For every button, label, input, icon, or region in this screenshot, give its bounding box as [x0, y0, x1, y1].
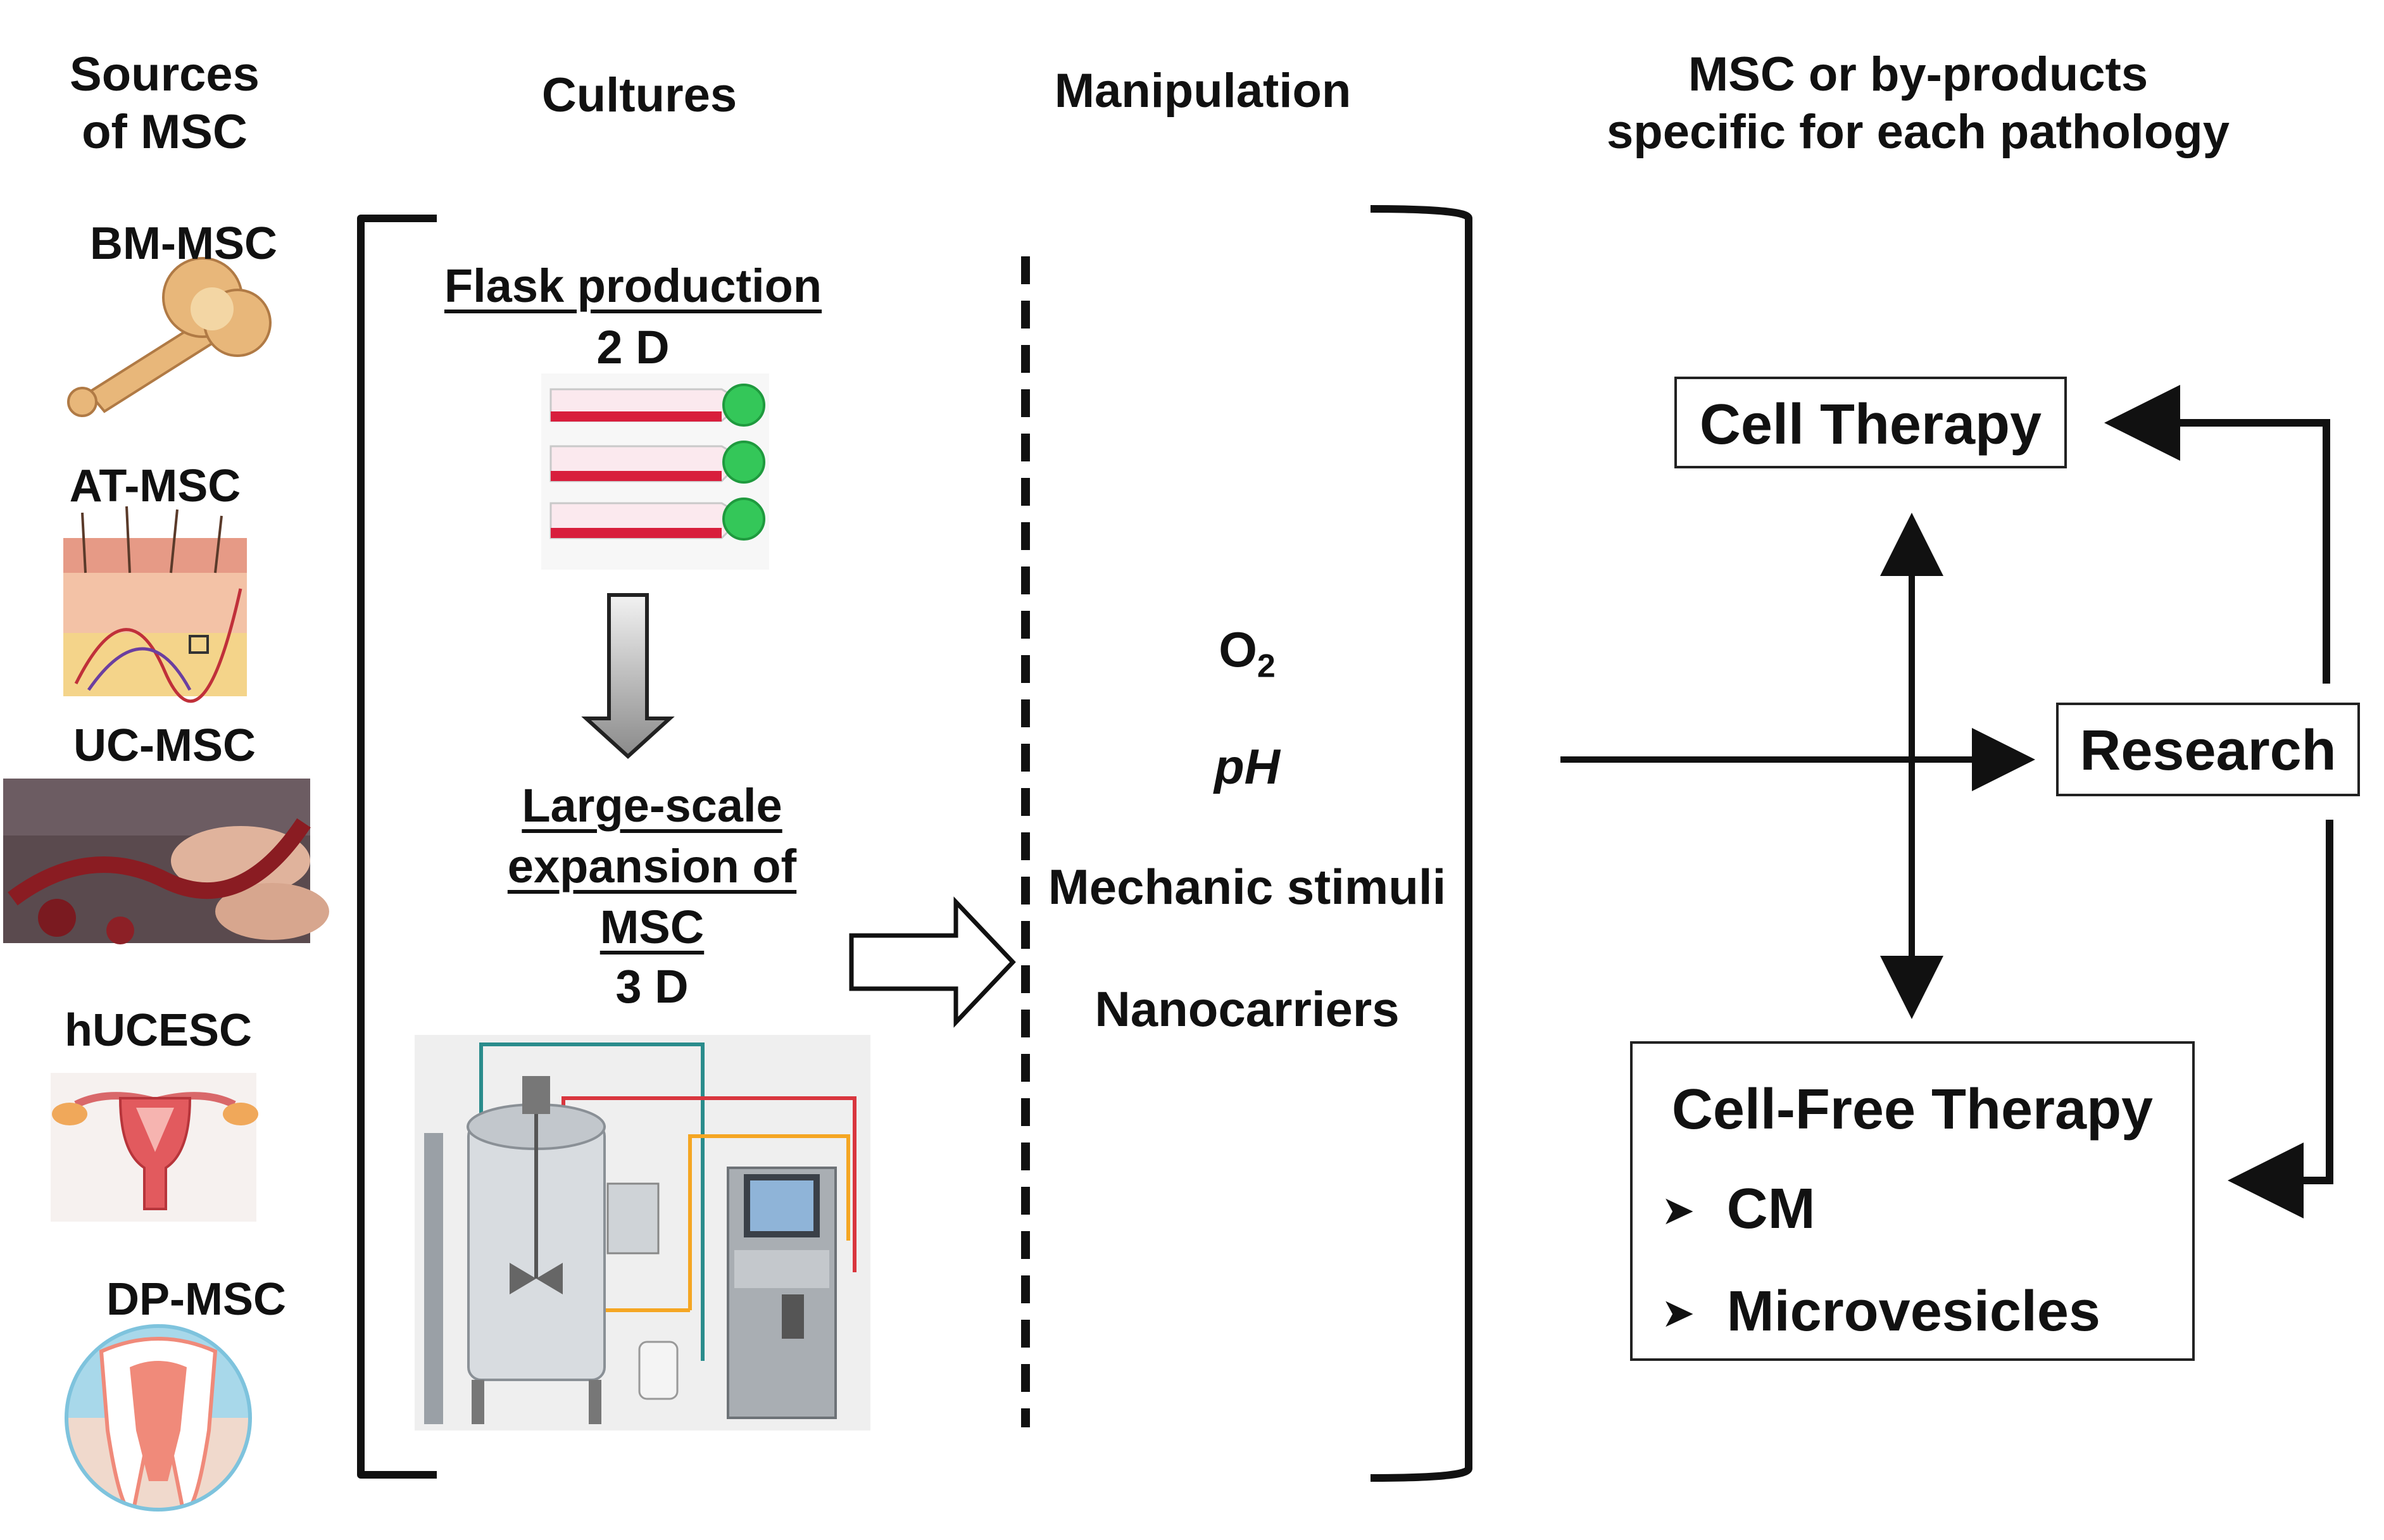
cell-therapy-label: Cell Therapy [1699, 393, 2042, 456]
header-sources: Sources of MSC [25, 46, 304, 161]
cell-free-item-cm-label: CM [1726, 1177, 1816, 1241]
left-bracket [357, 215, 437, 1479]
umbilical-cord-photo-icon [3, 779, 329, 944]
large-scale-line2: expansion of [507, 840, 797, 893]
header-sources-line2: of MSC [82, 105, 248, 160]
research-box: Research [2056, 703, 2360, 796]
adipose-tissue-illustration-icon [63, 506, 247, 703]
culture-flasks-icon [541, 373, 769, 570]
cell-free-item-cm: ➤ CM [1661, 1177, 1816, 1242]
hollow-right-arrow [849, 896, 1016, 1028]
research-label: Research [2080, 719, 2337, 782]
source-label-bm-msc: BM-MSC [90, 218, 277, 269]
arrowhead-bullet-icon: ➤ [1661, 1290, 1695, 1336]
research-to-cell-therapy-arrow [2104, 385, 2330, 684]
source-label-hucesc: hUCESC [64, 1005, 252, 1056]
header-sources-line1: Sources [70, 47, 260, 101]
cell-free-item-microvesicles-label: Microvesicles [1726, 1280, 2100, 1343]
cell-free-therapy-box: Cell-Free Therapy ➤ CM ➤ Microvesicles [1630, 1041, 2195, 1361]
research-to-cell-free-arrow [2228, 820, 2333, 1218]
source-label-uc-msc: UC-MSC [73, 720, 256, 771]
manipulation-ph: pH [1214, 739, 1280, 794]
large-scale-line1: Large-scale [522, 779, 782, 832]
source-label-dp-msc: DP-MSC [106, 1274, 286, 1325]
large-scale-title: Large-scale expansion of MSC [456, 775, 848, 958]
cell-free-item-microvesicles: ➤ Microvesicles [1661, 1279, 2100, 1344]
header-cultures: Cultures [541, 68, 737, 122]
right-bracket [1370, 205, 1472, 1482]
cell-free-therapy-label: Cell-Free Therapy [1671, 1078, 2154, 1141]
manipulation-o2-main: O [1219, 622, 1257, 677]
down-arrow [581, 593, 675, 760]
header-manipulation: Manipulation [1054, 64, 1352, 118]
large-scale-line3: MSC [599, 901, 705, 954]
flask-dimension-label: 2 D [596, 321, 670, 373]
arrowhead-bullet-icon: ➤ [1661, 1187, 1695, 1233]
manipulation-o2-sub: 2 [1257, 648, 1276, 685]
manipulation-mechanic-stimuli: Mechanic stimuli [1048, 859, 1446, 915]
header-products: MSC or by-products specific for each pat… [1538, 46, 2298, 161]
header-products-line1: MSC or by-products [1688, 47, 2149, 101]
bone-illustration-icon [67, 257, 272, 417]
large-scale-dimension-label: 3 D [615, 960, 689, 1013]
flask-production-title: Flask production [444, 260, 822, 312]
manipulation-o2: O2 [1114, 620, 1380, 686]
source-label-at-msc: AT-MSC [69, 461, 241, 511]
tooth-illustration-icon [65, 1324, 252, 1512]
header-products-line2: specific for each pathology [1607, 105, 2230, 160]
cell-therapy-box: Cell Therapy [1674, 377, 2067, 468]
manipulation-nanocarriers: Nanocarriers [1095, 981, 1400, 1037]
bioreactor-icon [415, 1035, 870, 1430]
uterus-illustration-icon [51, 1073, 258, 1222]
